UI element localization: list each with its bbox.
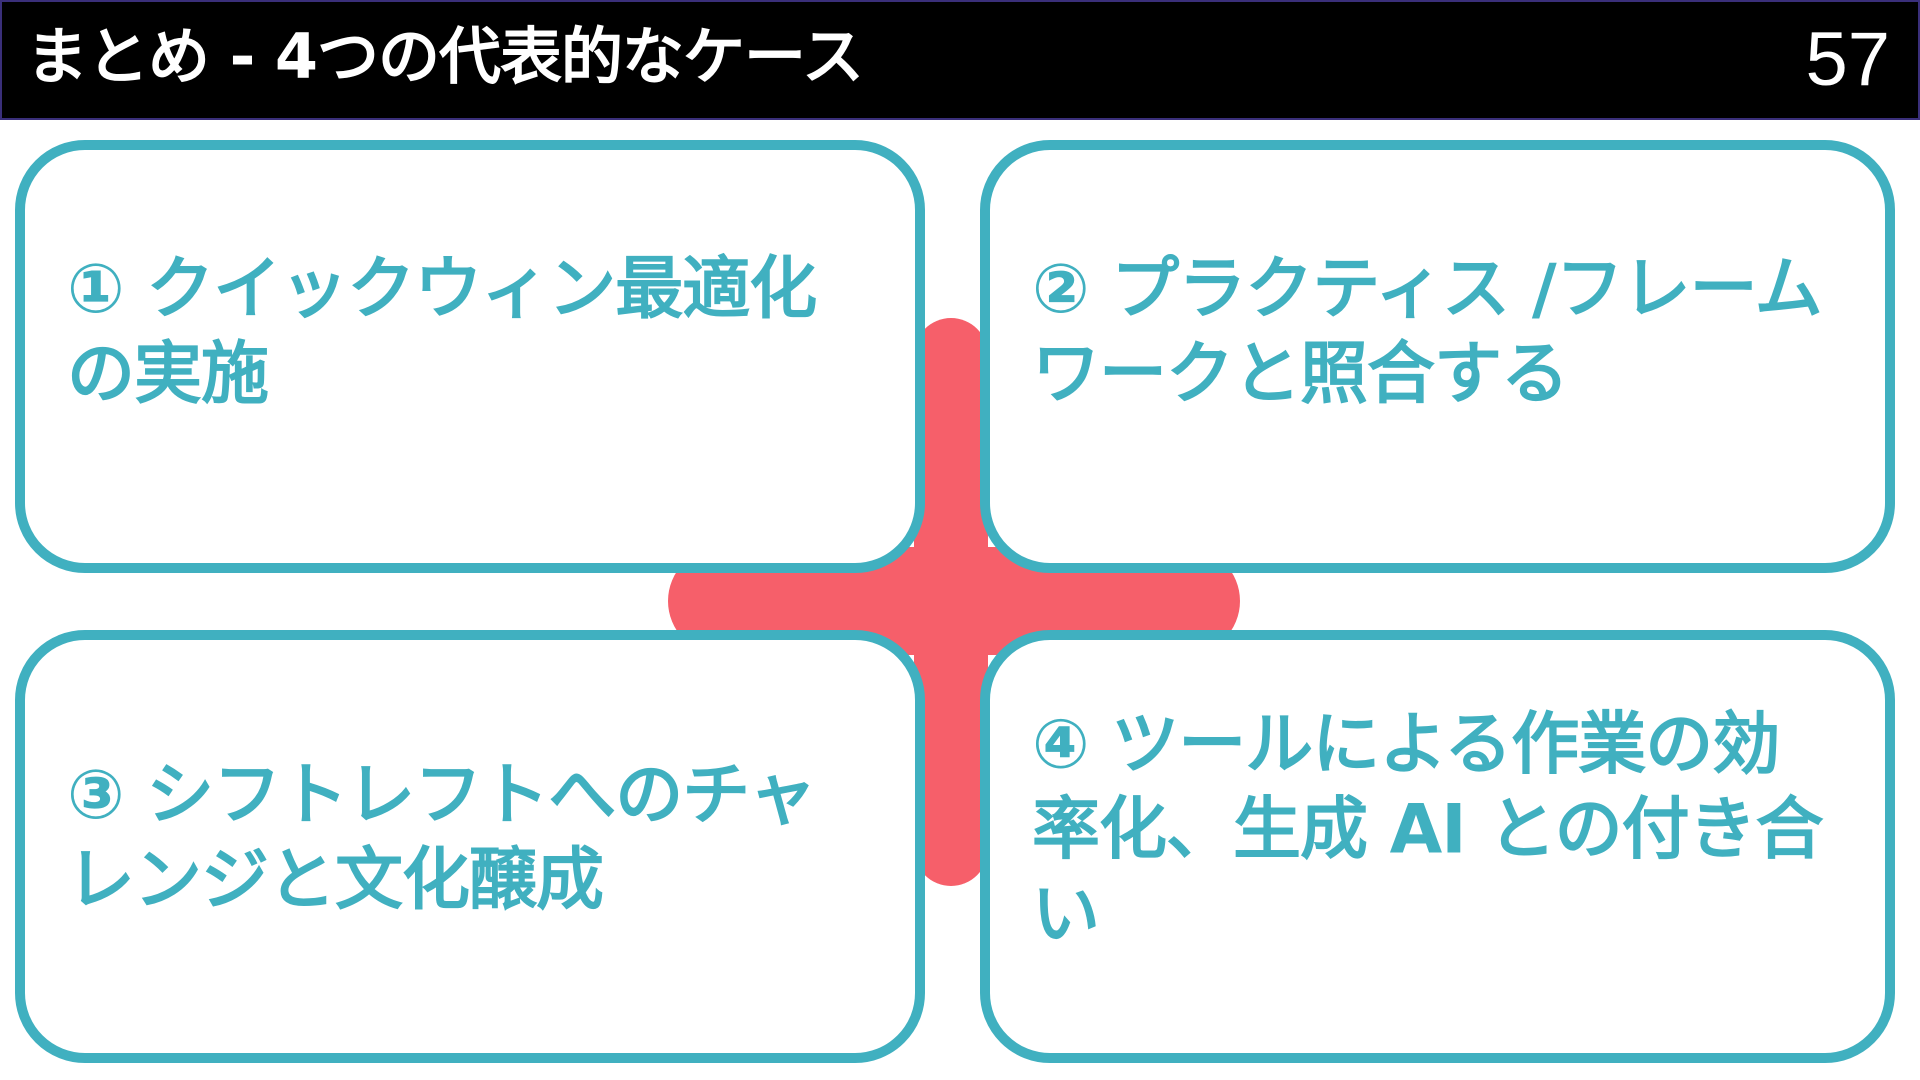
case-card-4: ④ ツールによる作業の効率化、生成 AI との付き合い [980,630,1895,1063]
case-card-2-label: ② プラクティス /フレームワークと照合する [1032,249,1823,414]
case-card-2: ② プラクティス /フレームワークと照合する [980,140,1895,573]
slide-title: まとめ - 4つの代表的なケース [26,20,864,93]
slide-header: まとめ - 4つの代表的なケース 57 [0,0,1920,120]
case-card-3: ③ シフトレフトへのチャレンジと文化醸成 [15,630,925,1063]
case-card-1: ① クイックウィン最適化の実施 [15,140,925,573]
case-card-1-label: ① クイックウィン最適化の実施 [67,249,817,414]
case-card-4-label: ④ ツールによる作業の効率化、生成 AI との付き合い [1032,705,1824,955]
page-number: 57 [1805,17,1890,102]
case-card-3-label: ③ シフトレフトへのチャレンジと文化醸成 [67,756,817,921]
cross-vertical-bar [914,318,988,886]
